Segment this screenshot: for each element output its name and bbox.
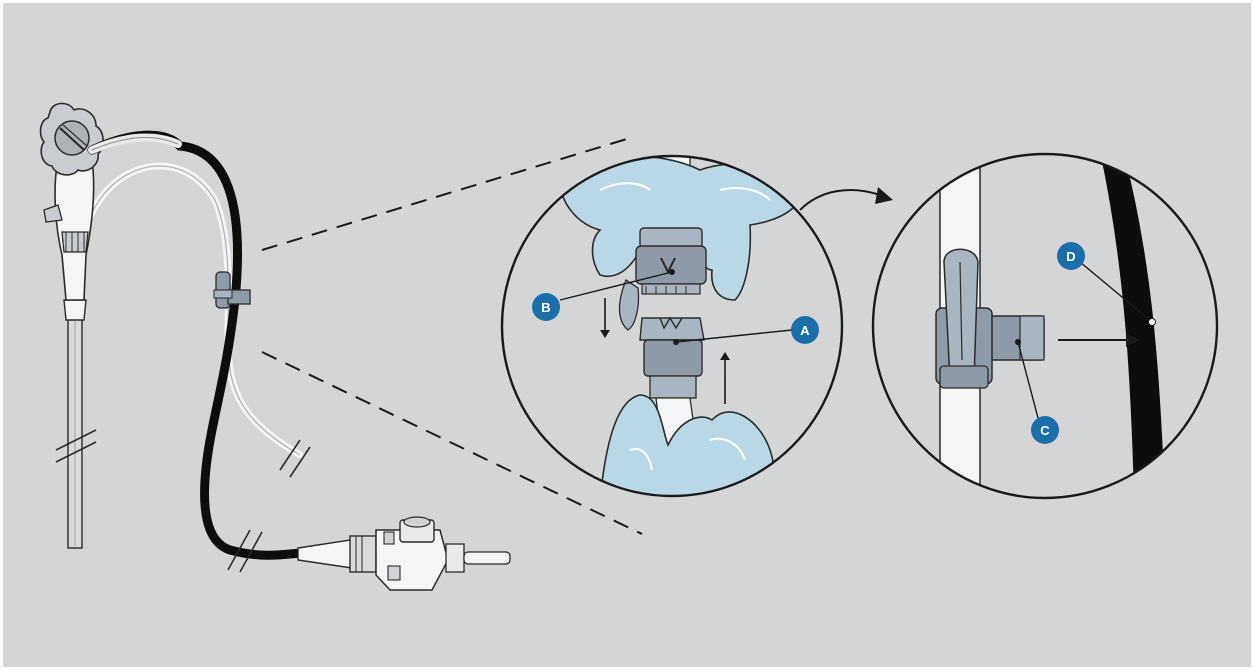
callout-c-label: C	[1040, 423, 1050, 438]
lower-glove	[599, 394, 775, 496]
grip-ring	[61, 231, 89, 253]
push-down-arrow	[600, 298, 610, 338]
tubing-clip	[935, 248, 1045, 389]
strain-relief	[63, 299, 87, 321]
callout-a-label: A	[800, 323, 810, 338]
detail-clip-view	[871, 152, 1219, 500]
zoom-guide-lines	[261, 137, 643, 535]
callout-d: D	[1057, 242, 1156, 326]
push-up-arrow	[720, 352, 730, 404]
attach-arrow	[1058, 333, 1140, 347]
callout-b-label: B	[541, 300, 550, 315]
callout-d-label: D	[1066, 249, 1075, 264]
angulation-knob	[39, 102, 104, 176]
shaft-break-mark	[55, 429, 97, 463]
tube-break-mark	[279, 439, 311, 478]
tubing-clip-small	[213, 271, 251, 309]
control-handle	[54, 159, 95, 301]
cord-break-mark	[227, 529, 263, 573]
callout-c: C	[1015, 339, 1059, 444]
detail-connector-view	[500, 154, 844, 498]
endoscope	[39, 102, 511, 591]
transition-arrow	[799, 187, 893, 211]
biopsy-port	[43, 204, 63, 223]
callout-b: B	[532, 269, 675, 321]
light-guide-connector	[297, 516, 511, 591]
callout-a: A	[673, 316, 819, 345]
